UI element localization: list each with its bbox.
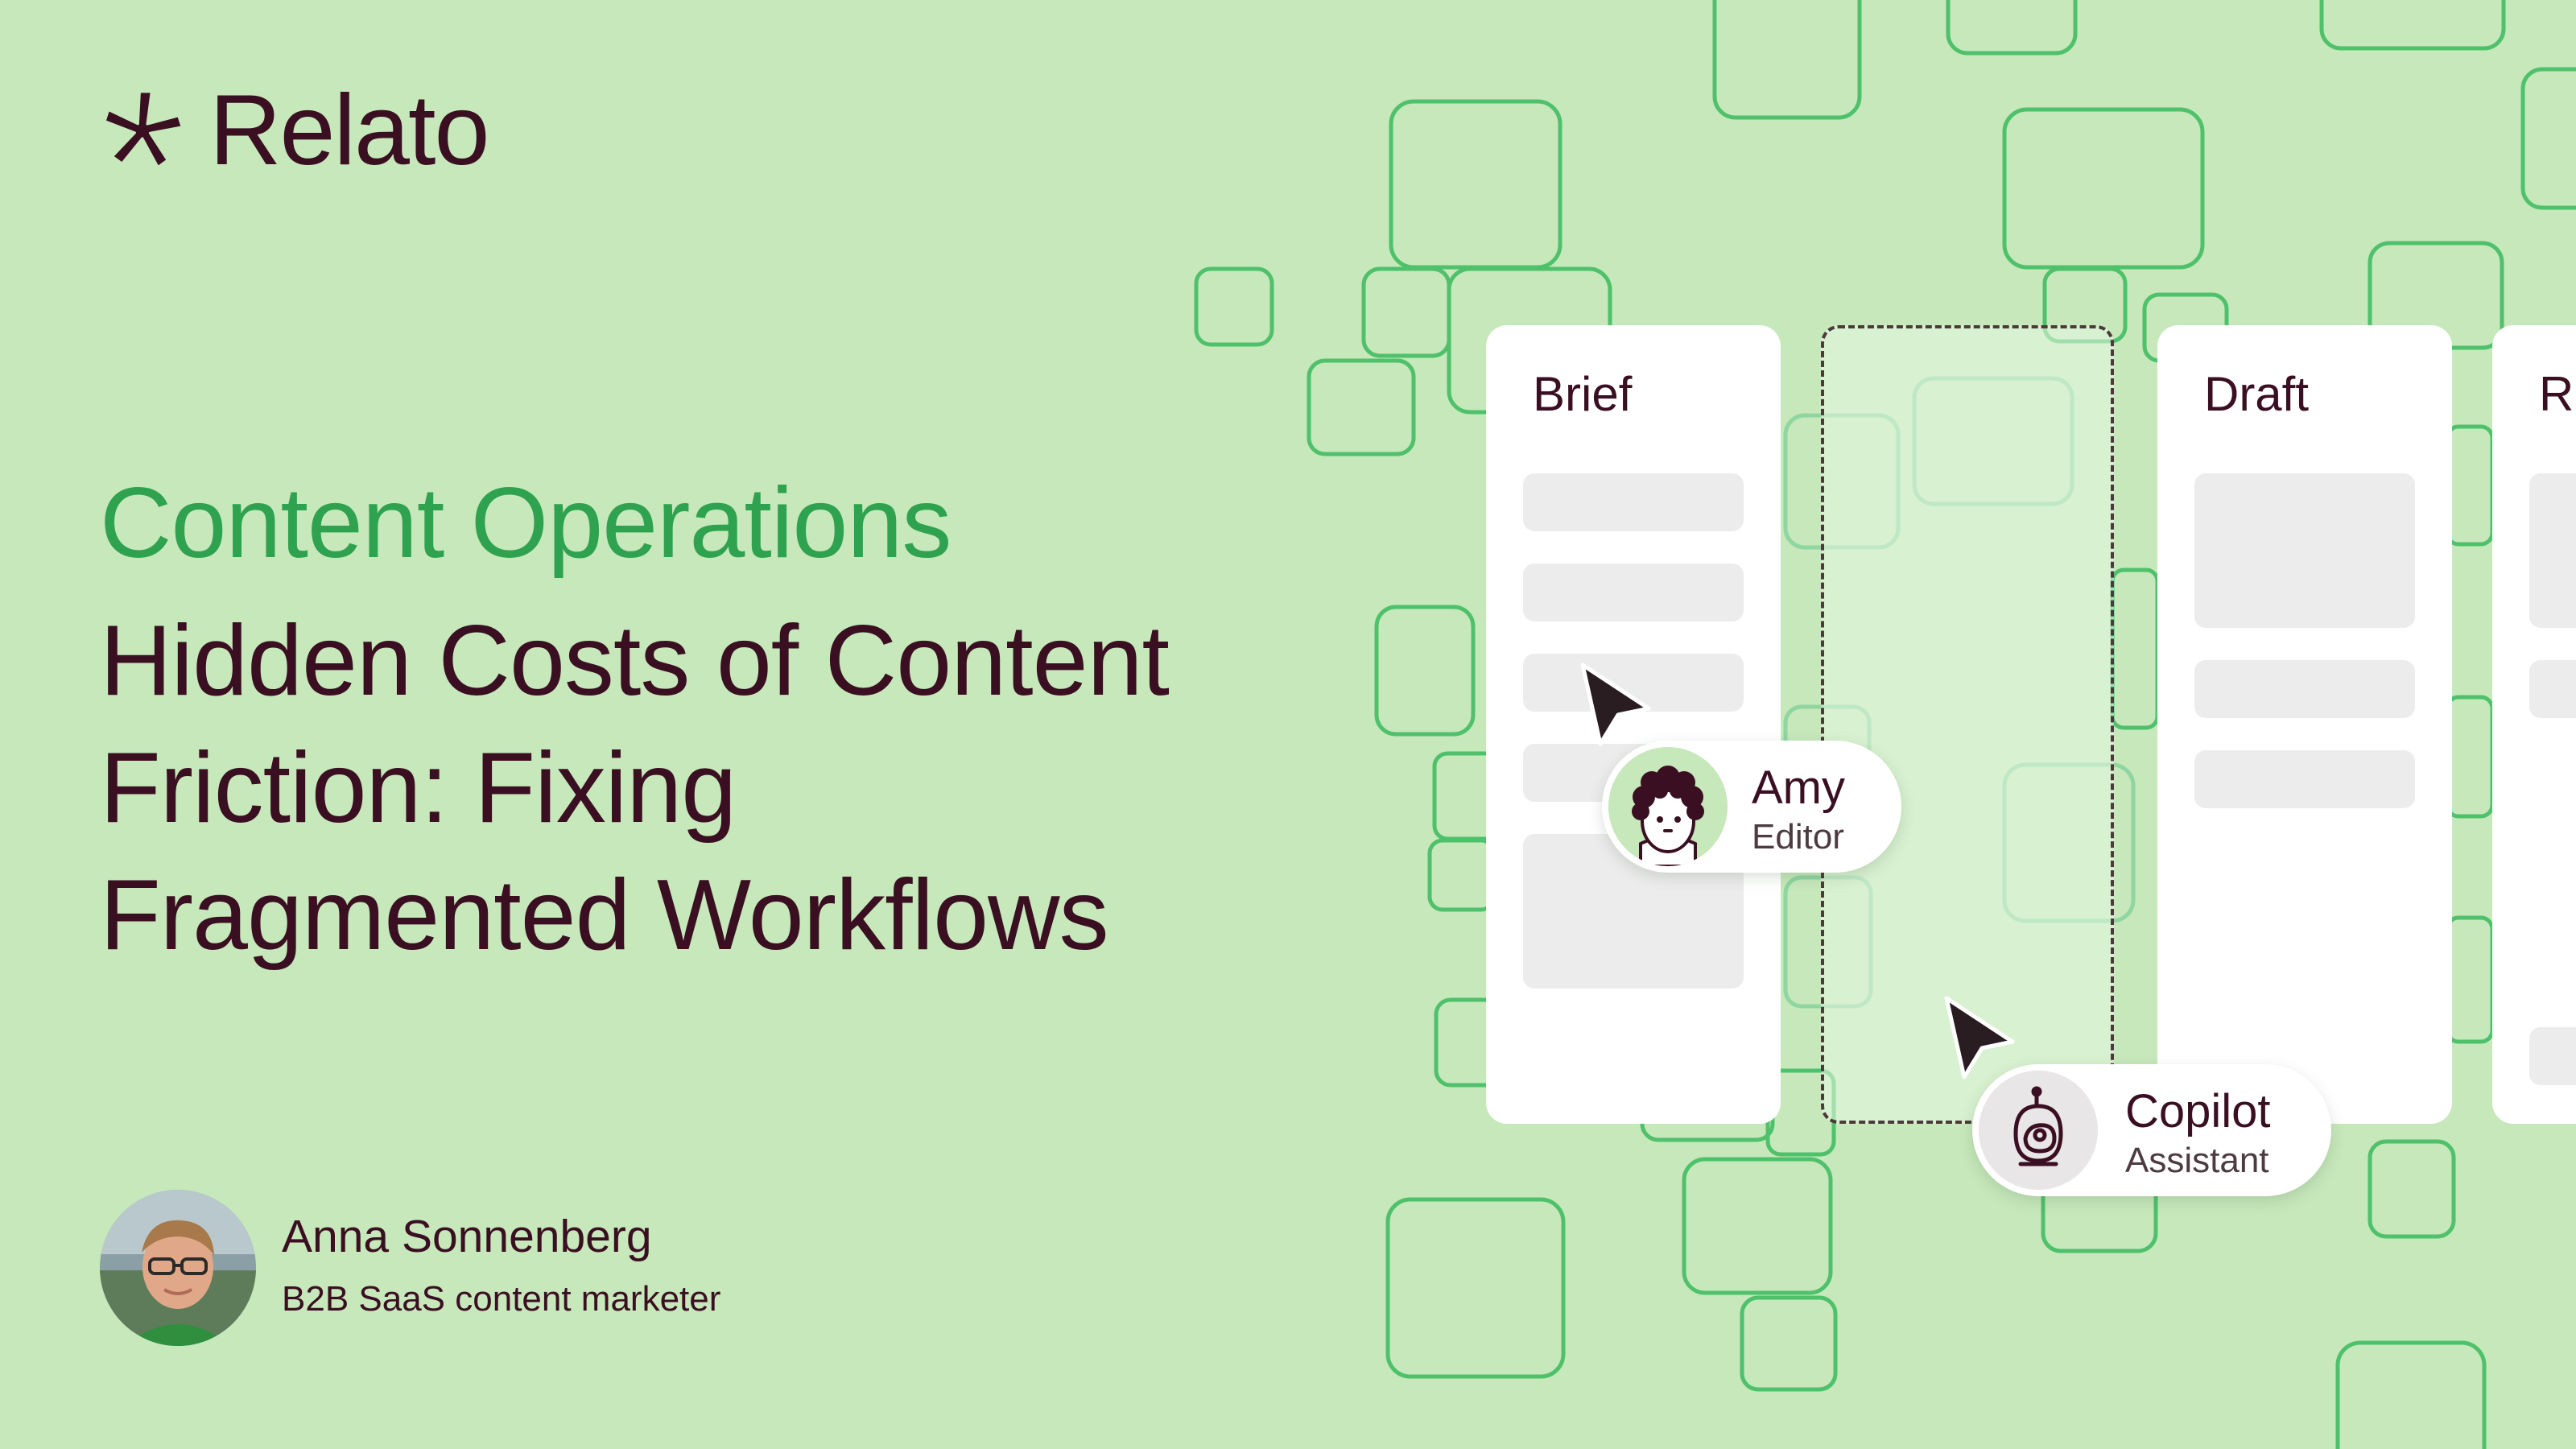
card-placeholder[interactable] bbox=[2529, 660, 2576, 718]
board-column-partial[interactable]: R bbox=[2492, 325, 2576, 1124]
card-placeholder[interactable] bbox=[2194, 660, 2415, 718]
collaborator-name: Copilot bbox=[2125, 1085, 2271, 1137]
brand-name: Relato bbox=[209, 75, 489, 186]
card-placeholder[interactable] bbox=[2529, 1027, 2576, 1085]
author-name: Anna Sonnenberg bbox=[282, 1211, 652, 1262]
column-title: Draft bbox=[2204, 367, 2310, 421]
collaborator-pill-amy[interactable]: Amy Editor bbox=[1602, 741, 1901, 873]
title-line: Friction: Fixing bbox=[100, 733, 737, 844]
card-placeholder[interactable] bbox=[2194, 473, 2415, 628]
card-placeholder[interactable] bbox=[1523, 473, 1744, 531]
column-title: R bbox=[2539, 367, 2574, 421]
author-role: B2B SaaS content marketer bbox=[282, 1279, 721, 1319]
title-line: Fragmented Workflows bbox=[100, 860, 1109, 971]
drop-zone[interactable] bbox=[1821, 325, 2114, 1124]
amy-avatar bbox=[1608, 747, 1728, 866]
copilot-avatar bbox=[1979, 1071, 2098, 1190]
board-column-draft[interactable]: Draft bbox=[2157, 325, 2452, 1124]
arrow-cursor-icon bbox=[1580, 663, 1651, 746]
brand-logo[interactable]: Relato bbox=[100, 75, 489, 186]
author-avatar bbox=[100, 1190, 256, 1346]
collaborator-role: Assistant bbox=[2125, 1141, 2269, 1180]
collaborator-pill-copilot[interactable]: Copilot Assistant bbox=[1972, 1064, 2331, 1196]
card-placeholder[interactable] bbox=[1523, 564, 1744, 621]
robot-icon bbox=[1979, 1071, 2098, 1190]
collaborator-role: Editor bbox=[1752, 817, 1844, 857]
arrow-cursor-icon bbox=[1944, 996, 2015, 1080]
title-line: Hidden Costs of Content bbox=[100, 605, 1170, 716]
card-placeholder[interactable] bbox=[2529, 473, 2576, 628]
collaborator-name: Amy bbox=[1752, 762, 1845, 814]
category-label: Content Operations bbox=[100, 468, 952, 579]
card-placeholder[interactable] bbox=[2194, 750, 2415, 808]
column-title: Brief bbox=[1533, 367, 1633, 421]
page-title: Hidden Costs of Content Friction: Fixing… bbox=[100, 597, 1356, 979]
pinwheel-star-icon bbox=[105, 93, 181, 166]
